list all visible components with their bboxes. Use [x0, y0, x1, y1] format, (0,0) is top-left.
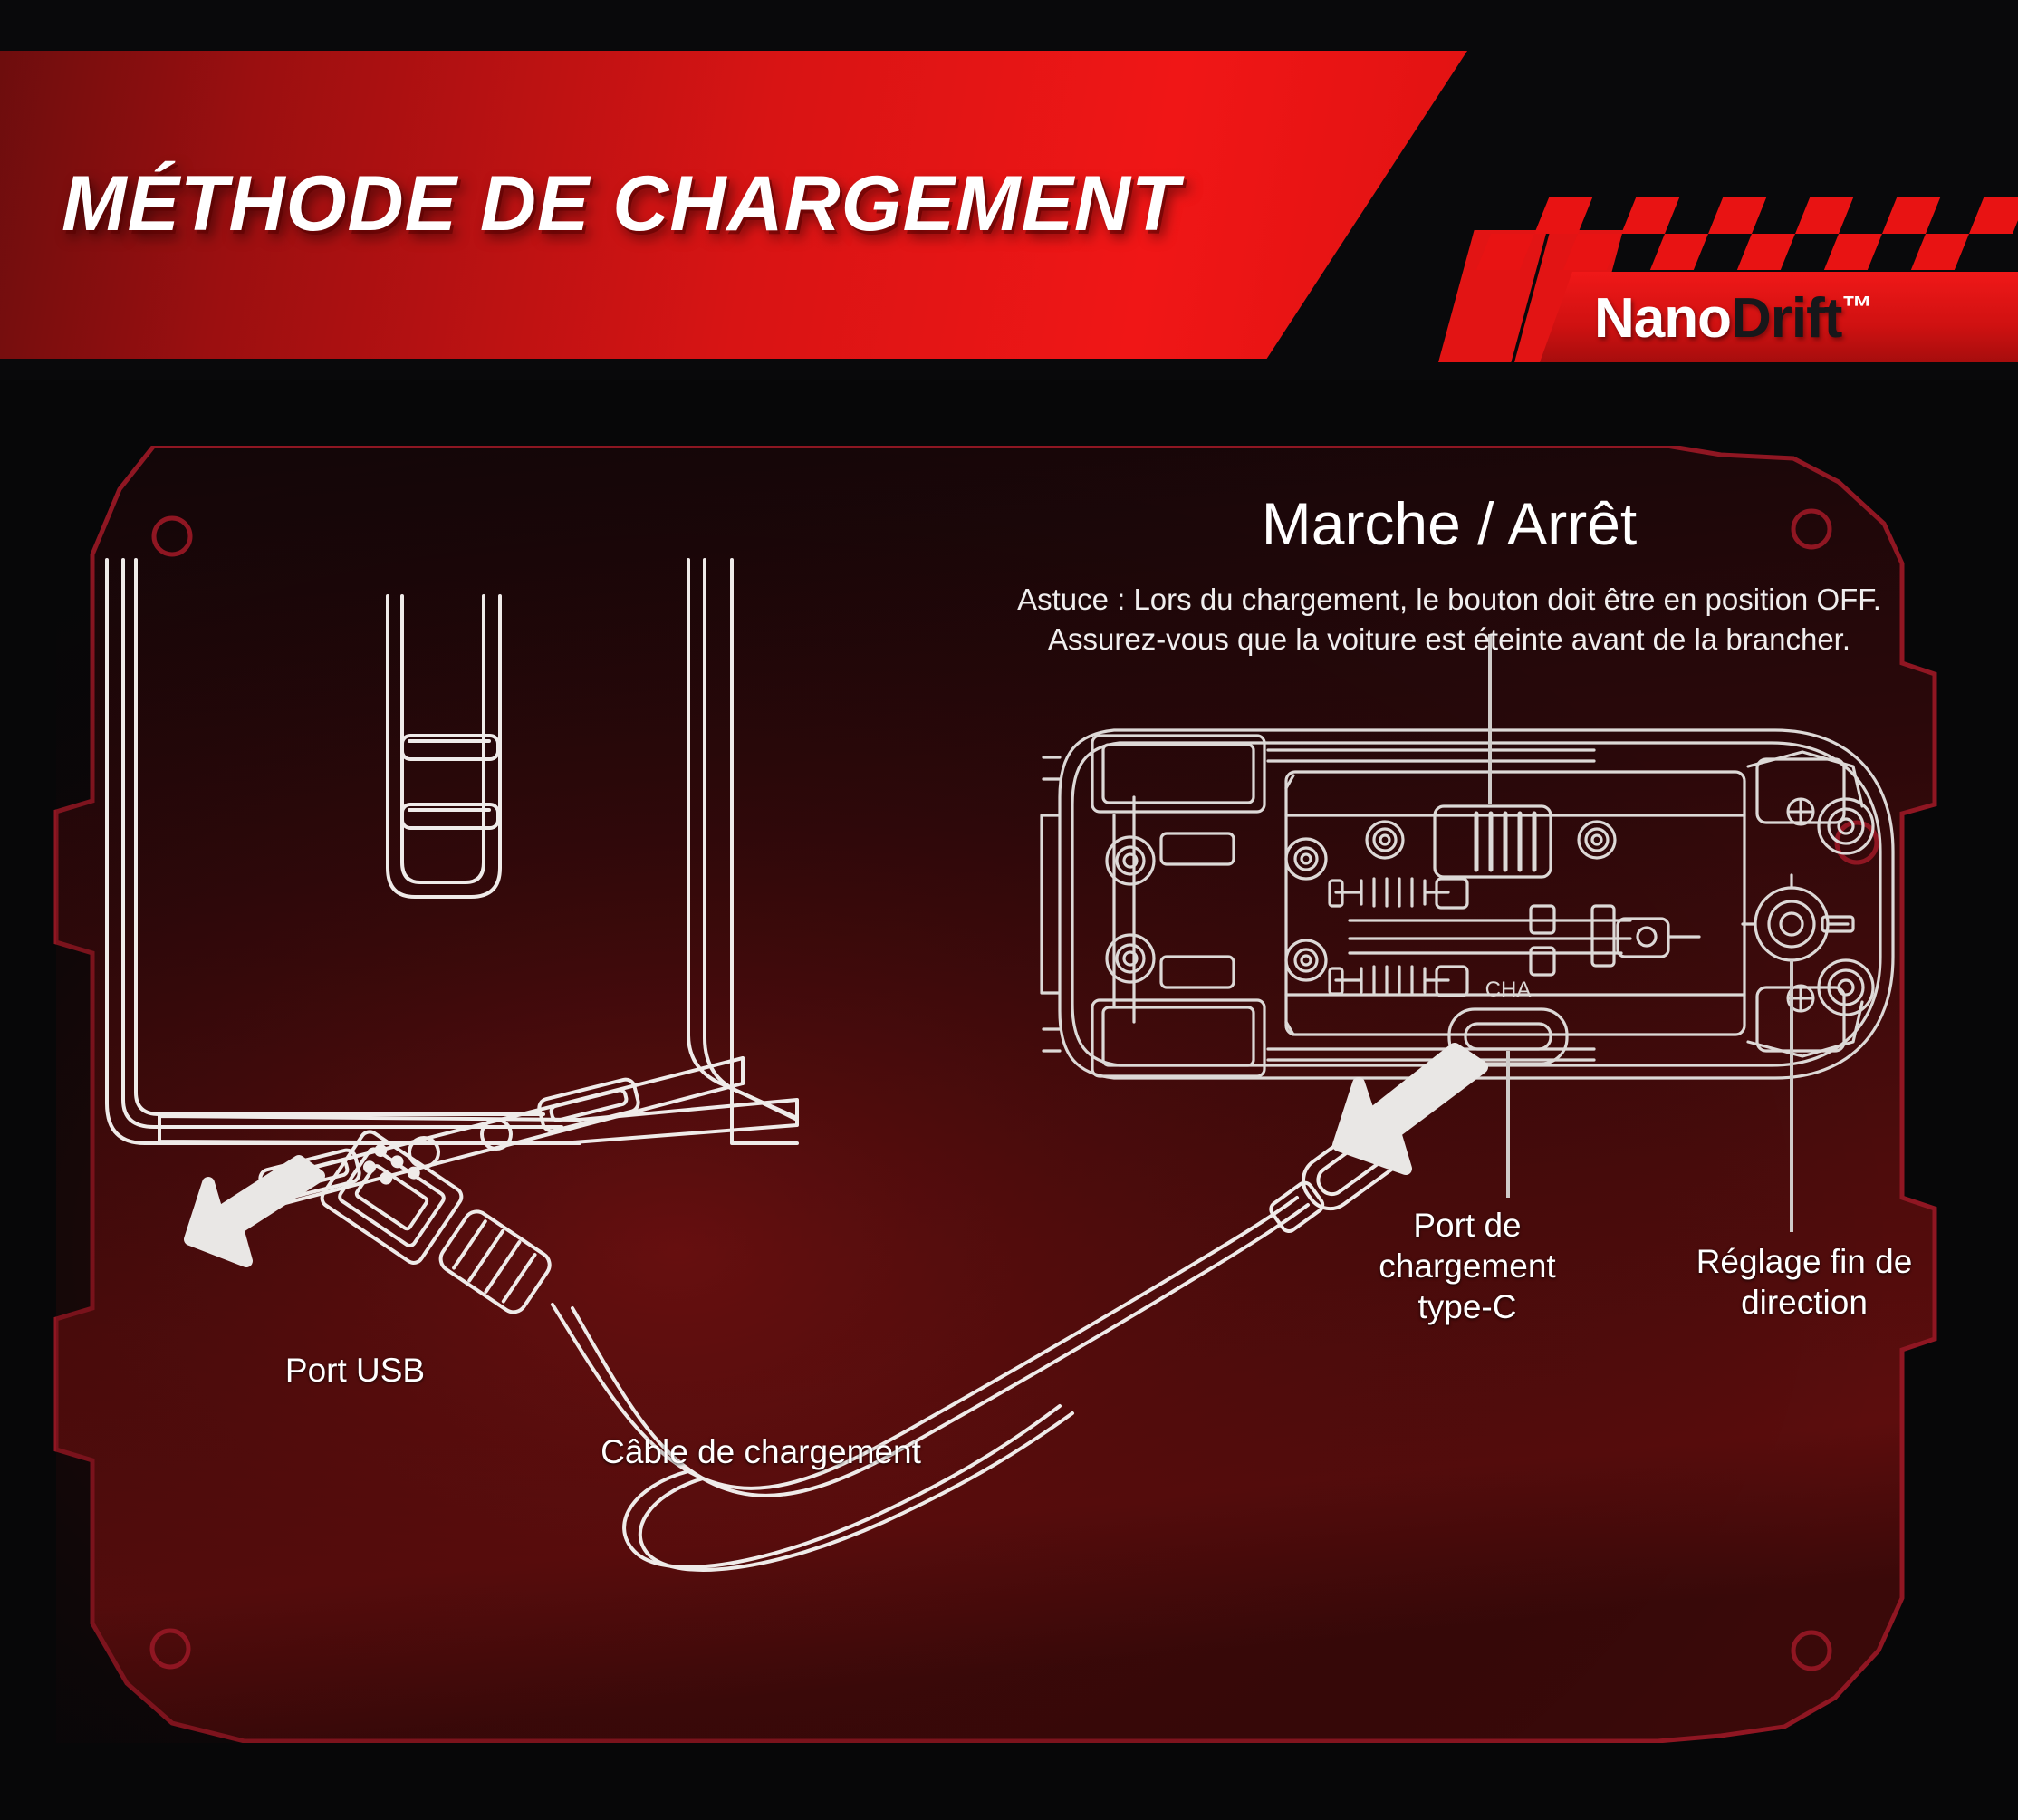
tip-line-1: Astuce : Lors du chargement, le bouton d…	[1017, 583, 1881, 616]
brand-logo-bar	[1540, 272, 2018, 362]
callout-label-usb-port: Port USB	[284, 1352, 426, 1389]
page-header: MÉTHODE DE CHARGEMENT NanoDrift™	[0, 0, 2018, 380]
power-section-tip: Astuce : Lors du chargement, le bouton d…	[960, 580, 1938, 660]
checkered-flag-row	[1491, 197, 2018, 234]
callout-label-type-c-port: Port de chargement type-C	[1379, 1207, 1556, 1326]
checkered-flag-icon	[1475, 197, 2018, 270]
trademark-symbol: ™	[1841, 290, 1872, 325]
callout-label-steering-trim: Réglage fin de direction	[1696, 1243, 1913, 1322]
brand-logo: NanoDrift™	[1594, 286, 1872, 351]
checkered-flag-row	[1475, 234, 2018, 270]
brand-name-part2: Drift	[1731, 287, 1842, 350]
callout-label-charging-cable: Câble de chargement	[601, 1433, 921, 1470]
power-section-heading: Marche / Arrêt	[1261, 490, 1638, 557]
tip-line-2: Assurez-vous que la voiture est éteinte …	[1047, 622, 1851, 657]
page-title: MÉTHODE DE CHARGEMENT	[62, 160, 1180, 247]
brand-name-part1: Nano	[1594, 287, 1732, 350]
header-red-banner	[0, 51, 1467, 359]
